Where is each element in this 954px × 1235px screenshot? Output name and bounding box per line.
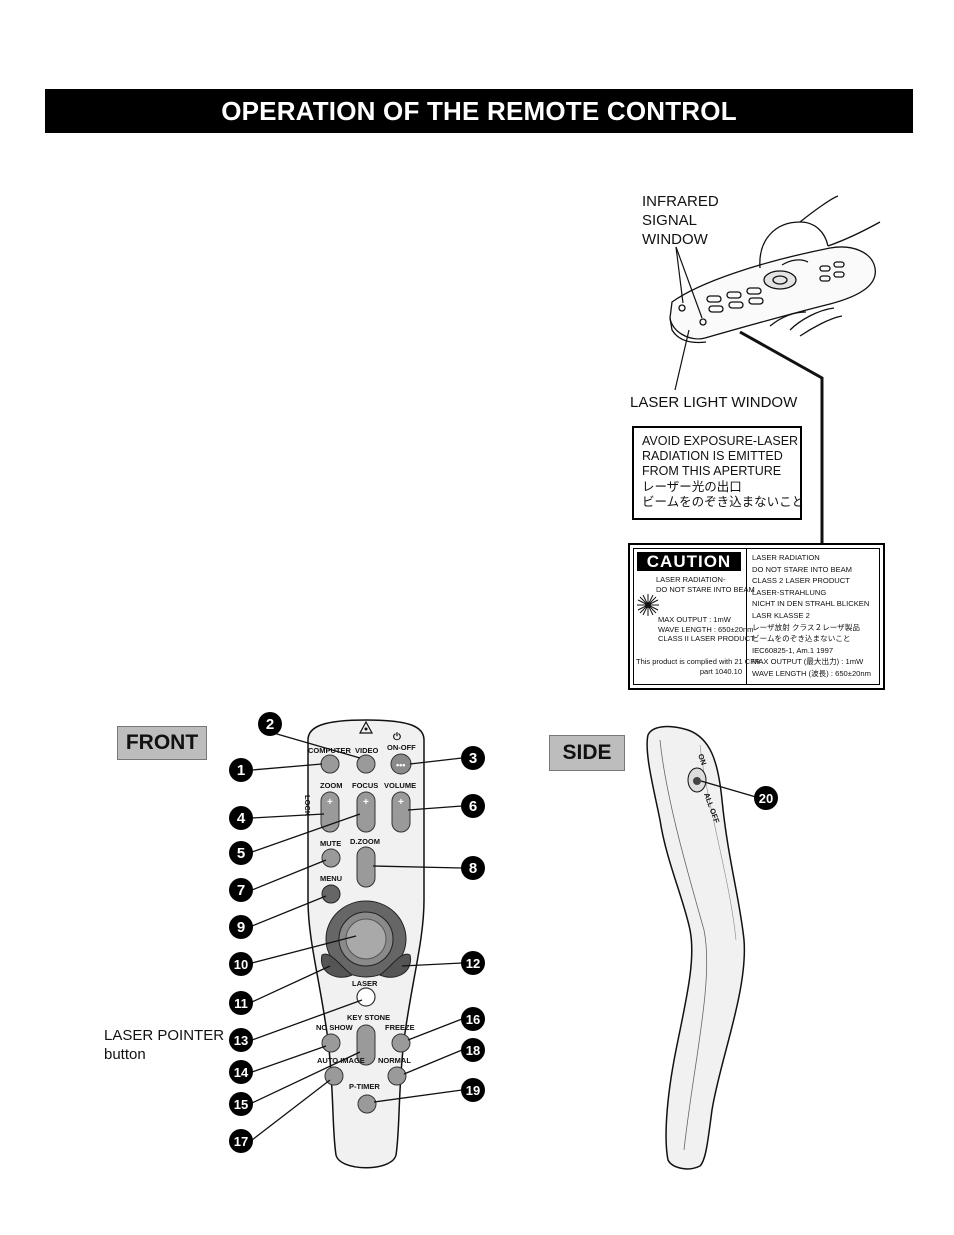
d-zoom-label: D.ZOOM <box>350 837 380 846</box>
right-click-button[interactable] <box>379 953 412 978</box>
lock-label: LOCK <box>303 795 312 817</box>
callout-5: 5 <box>237 845 245 862</box>
callout-14: 14 <box>234 1065 249 1080</box>
callout-15: 15 <box>234 1097 248 1112</box>
key-stone-label: KEY STONE <box>347 1013 390 1022</box>
zoom-rocker[interactable] <box>320 791 340 833</box>
callout-markers: 1 2 3 4 5 6 7 8 9 10 11 12 13 14 15 16 1… <box>229 712 485 1153</box>
callout-3: 3 <box>469 750 477 767</box>
caution-specs: MAX OUTPUT : 1mW WAVE LENGTH : 650±20nm … <box>658 615 755 644</box>
caution-compliance: This product is complied with 21 CFR par… <box>636 657 761 676</box>
zoom-plus-icon: + <box>327 797 333 808</box>
callout-19: 19 <box>466 1083 480 1098</box>
d-zoom-rocker[interactable] <box>356 846 376 888</box>
callout-8: 8 <box>469 860 477 877</box>
laser-pointer-label: LASER POINTER button <box>104 1027 225 1063</box>
callout-16: 16 <box>466 1012 480 1027</box>
no-show-button[interactable] <box>321 1033 341 1053</box>
side-remote-body <box>646 725 746 1170</box>
callout-11: 11 <box>234 996 248 1011</box>
p-timer-label: P-TIMER <box>349 1082 380 1091</box>
normal-button[interactable] <box>387 1066 407 1086</box>
callout-9: 9 <box>237 919 245 936</box>
callout-20-marker <box>754 786 778 810</box>
volume-rocker[interactable] <box>391 791 411 833</box>
callout-10: 10 <box>234 957 248 972</box>
computer-label: COMPUTER <box>308 746 352 755</box>
caution-label: CAUTION LASER RADIATION- DO NOT STARE IN… <box>628 543 885 690</box>
on-off-label: ON-OFF <box>387 743 416 752</box>
callout-17: 17 <box>234 1134 248 1149</box>
focus-rocker[interactable] <box>356 791 376 833</box>
p-timer-button[interactable] <box>357 1094 377 1114</box>
front-tag: FRONT <box>117 726 207 760</box>
no-show-label: NO SHOW <box>316 1023 354 1032</box>
left-click-button[interactable] <box>320 953 353 978</box>
laser-starburst-icon <box>637 594 659 616</box>
callout-4: 4 <box>237 810 246 827</box>
normal-label: NORMAL <box>378 1056 411 1065</box>
laser-label: LASER <box>352 979 378 988</box>
menu-label: MENU <box>320 874 342 883</box>
menu-button[interactable] <box>321 884 341 904</box>
page-title: OPERATION OF THE REMOTE CONTROL <box>45 89 913 133</box>
side-tag: SIDE <box>549 735 625 771</box>
computer-button[interactable] <box>320 754 340 774</box>
callout-7: 7 <box>237 882 245 899</box>
on-off-dots: ••• <box>396 760 405 770</box>
video-label: VIDEO <box>355 746 379 755</box>
keystone-rocker[interactable] <box>356 1024 376 1066</box>
caution-left-warning: LASER RADIATION- DO NOT STARE INTO BEAM <box>656 575 755 594</box>
mute-button[interactable] <box>321 848 341 868</box>
switch-on-label: ON <box>696 753 708 767</box>
callout-20: 20 <box>759 791 773 806</box>
callout-13: 13 <box>234 1033 248 1048</box>
caution-right-text: LASER RADIATION DO NOT STARE INTO BEAM C… <box>752 553 871 678</box>
callout-20-leader <box>700 780 757 798</box>
video-button[interactable] <box>356 754 376 774</box>
callout-leader-lines <box>251 731 463 1141</box>
infrared-window-label: INFRARED SIGNAL WINDOW <box>642 193 719 248</box>
aperture-warning-label: AVOID EXPOSURE-LASER RADIATION IS EMITTE… <box>632 426 804 520</box>
callout-18: 18 <box>466 1043 480 1058</box>
volume-label: VOLUME <box>384 781 416 790</box>
mute-label: MUTE <box>320 839 341 848</box>
freeze-label: FREEZE <box>385 1023 415 1032</box>
callout-2: 2 <box>266 716 274 733</box>
laser-button[interactable] <box>356 987 376 1007</box>
zoom-label: ZOOM <box>320 781 343 790</box>
power-icon: ⏻ <box>393 731 401 743</box>
laser-window-label: LASER LIGHT WINDOW <box>630 394 798 411</box>
volume-plus-icon: + <box>398 797 404 808</box>
caution-title: CAUTION <box>637 552 741 571</box>
callout-12: 12 <box>466 956 480 971</box>
focus-label: FOCUS <box>352 781 378 790</box>
callout-6: 6 <box>469 798 477 815</box>
freeze-button[interactable] <box>391 1033 411 1053</box>
focus-plus-icon: + <box>363 797 369 808</box>
laser-warning-icon <box>358 720 374 734</box>
callout-1: 1 <box>237 762 245 779</box>
